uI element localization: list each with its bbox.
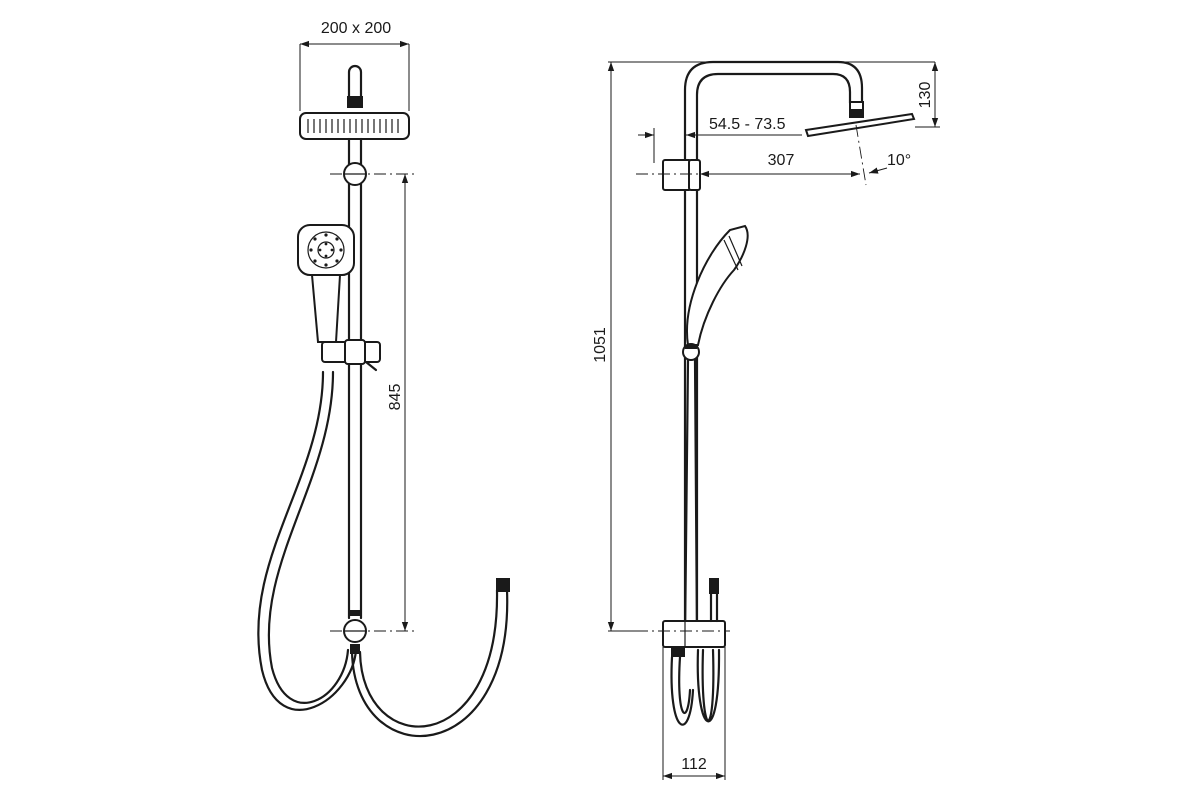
side-mixer-handle (709, 578, 719, 594)
dim-rail-height-label: 845 (387, 384, 404, 411)
dim-mixer-width-label: 112 (681, 756, 707, 773)
front-hand-shower-handle (310, 274, 342, 343)
dim-arm-drop-label: 130 (917, 82, 934, 109)
front-hand-shower-nozzles (309, 233, 343, 267)
front-rail (347, 137, 363, 620)
side-tilt-axis (855, 124, 867, 186)
front-bottom-connector (350, 644, 360, 654)
front-hose-end (496, 578, 510, 592)
dim-tilt-angle-label: 10° (887, 152, 911, 169)
front-head-connector (347, 96, 363, 108)
side-shower-head (804, 112, 916, 138)
front-hose-right (350, 588, 509, 738)
front-shower-head (299, 112, 410, 140)
side-hose-loop (670, 655, 695, 726)
side-hand-shower (686, 224, 749, 346)
dim-bracket-distance-label: 54.5 - 73.5 (709, 116, 786, 133)
front-arm-stub (347, 64, 363, 102)
side-column-arm (683, 60, 864, 642)
side-view: 1051 130 54.5 - 73.5 307 10° 112 (592, 60, 940, 780)
dim-tilt-angle-line (868, 167, 888, 174)
dim-arm-length-label: 307 (768, 152, 795, 169)
front-hose (257, 370, 358, 711)
side-hose (683, 358, 699, 642)
side-upper-bracket (662, 159, 692, 191)
side-outlet (671, 647, 685, 657)
front-lower-clip (349, 610, 361, 616)
dim-total-height-label: 1051 (592, 327, 609, 363)
front-view: 200 x 200 845 (257, 20, 510, 738)
front-head-nozzles (307, 119, 399, 133)
dim-head-size-label: 200 x 200 (321, 20, 391, 37)
side-mixer (662, 620, 726, 648)
